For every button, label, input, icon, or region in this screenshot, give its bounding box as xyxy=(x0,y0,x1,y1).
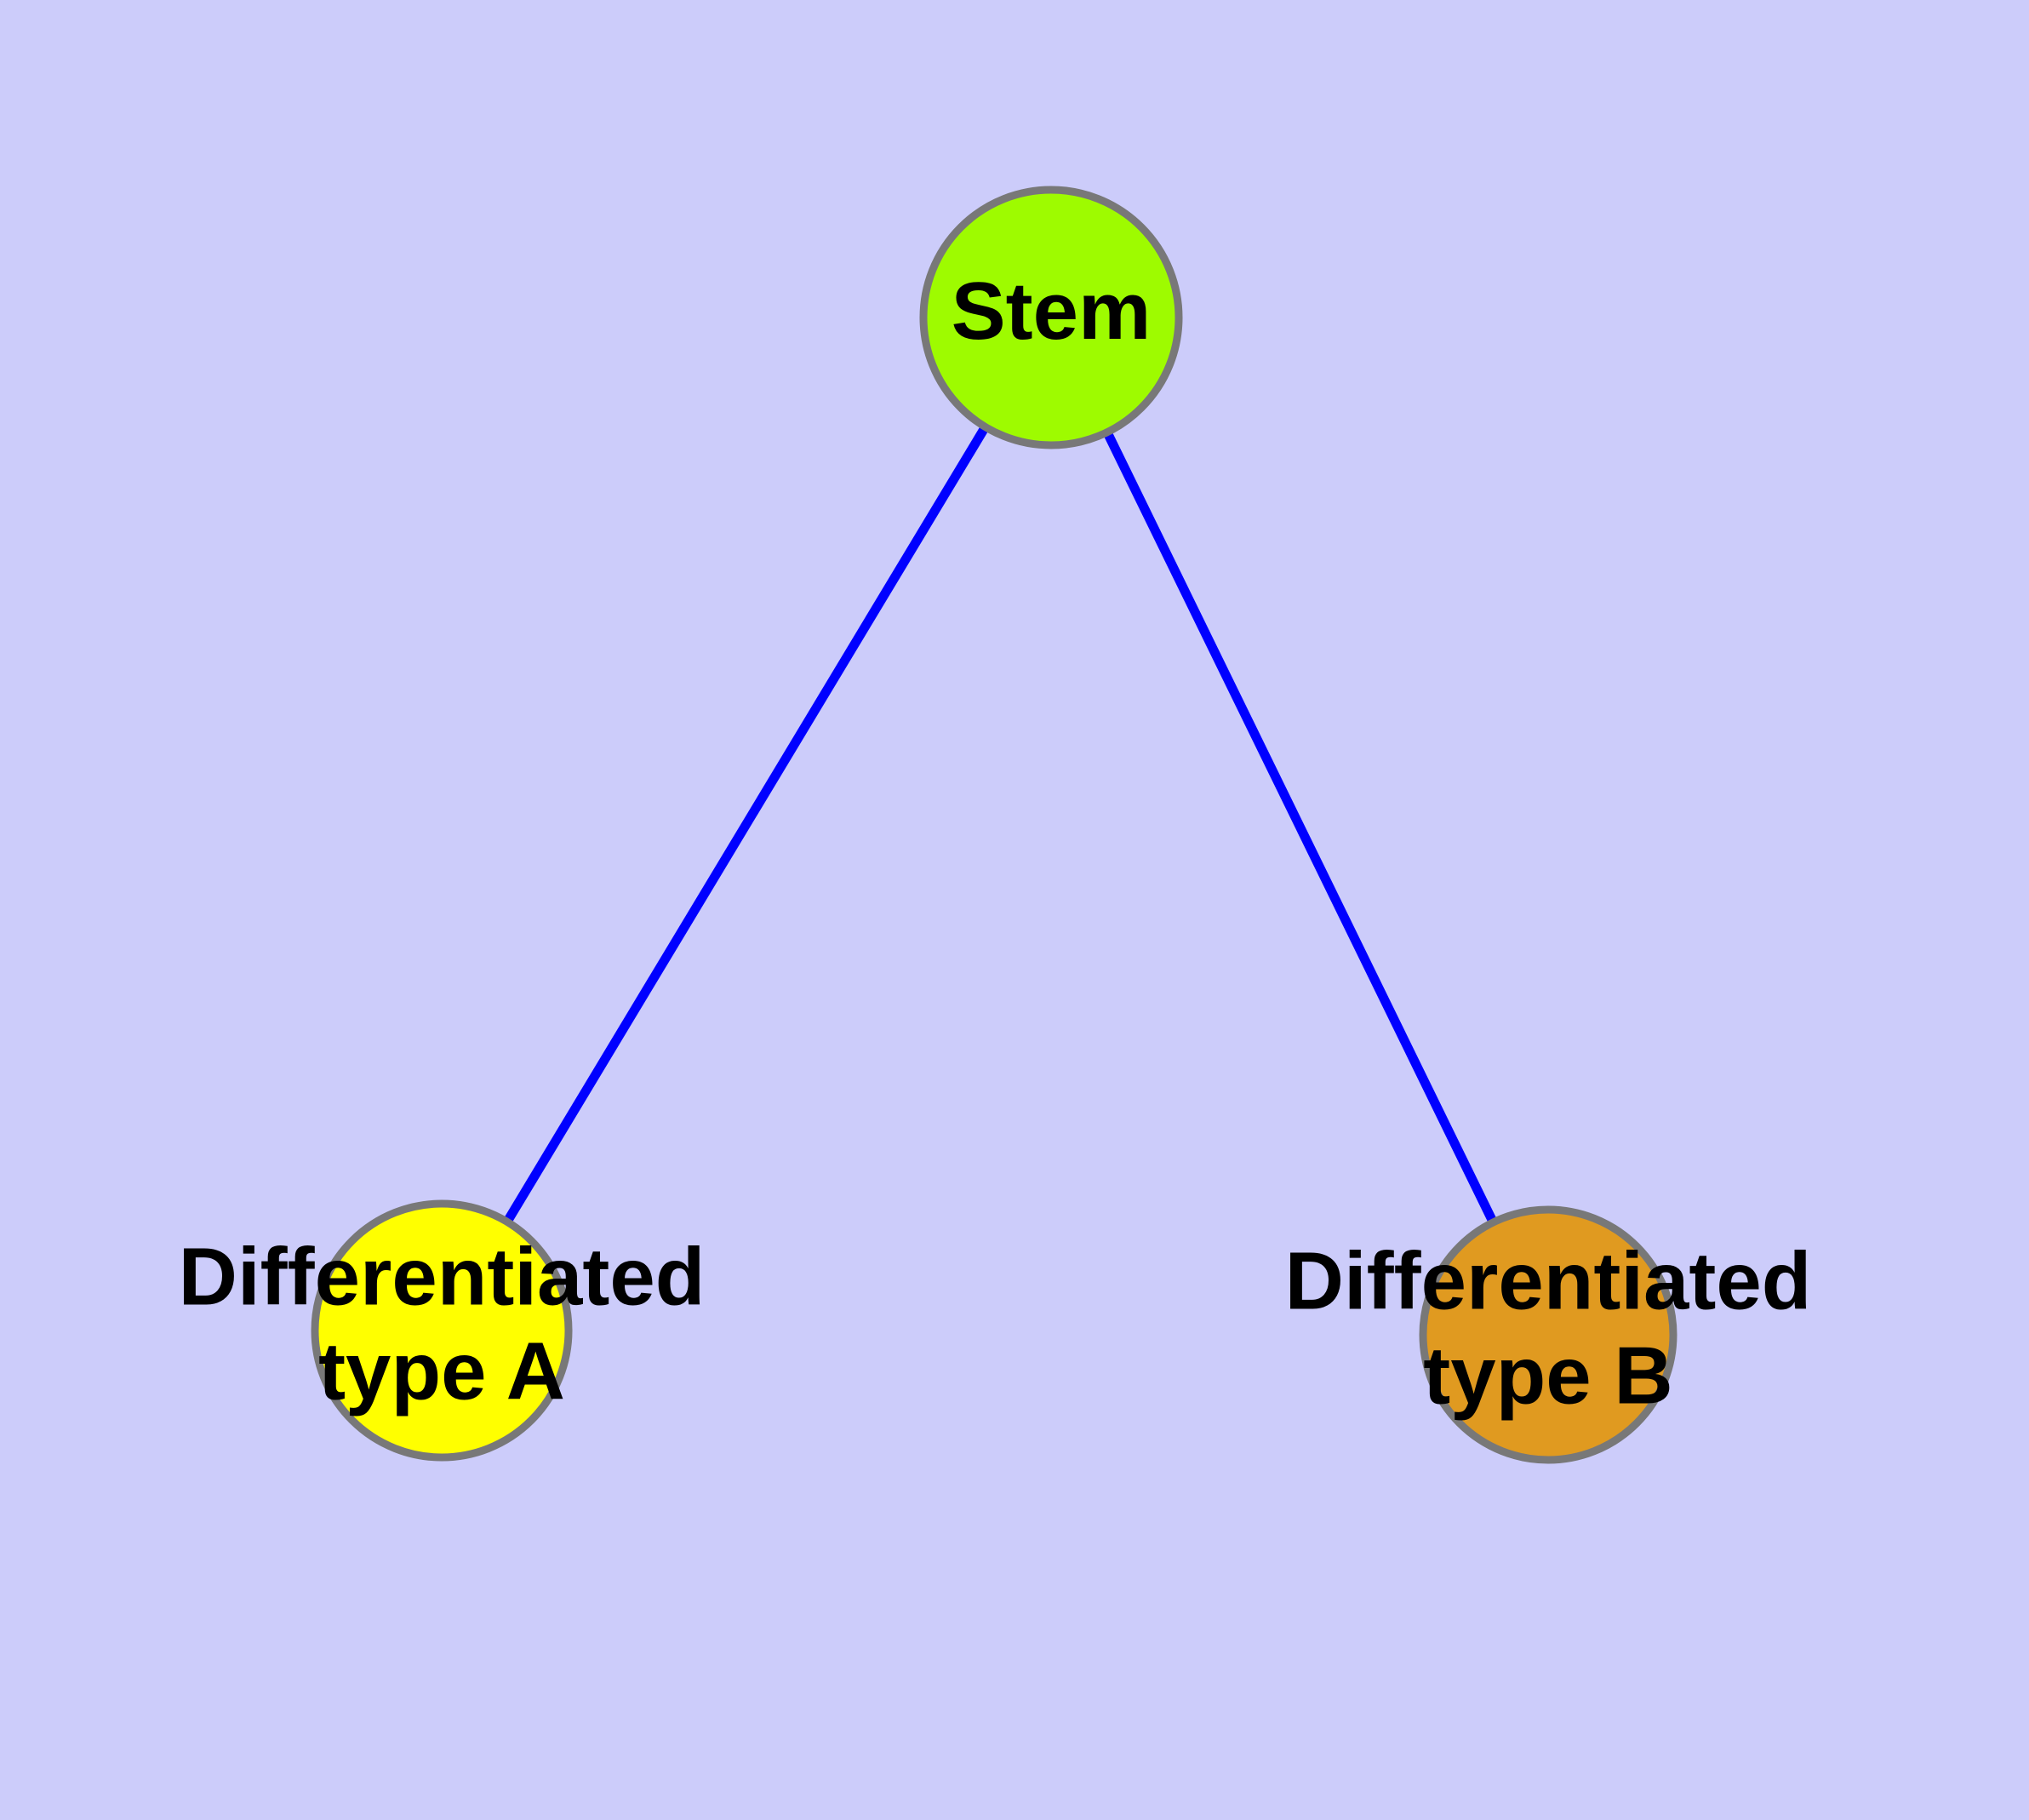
edge-stem-to-differentiated-type-a[interactable] xyxy=(500,420,992,1229)
node-stem[interactable]: Stem xyxy=(919,186,1183,449)
node-differentiated-type-b-circle[interactable] xyxy=(1419,1205,1677,1464)
node-label-line: Stem xyxy=(952,266,1152,357)
node-differentiated-type-a-circle[interactable] xyxy=(311,1199,573,1462)
node-label-line: Differentiated xyxy=(179,1232,706,1323)
node-label-line: type B xyxy=(1423,1331,1672,1422)
node-stem-circle[interactable] xyxy=(919,186,1183,449)
node-stem-label: Stem xyxy=(952,266,1152,357)
edge-stem-to-differentiated-type-b[interactable] xyxy=(1100,425,1500,1229)
node-label-line: type A xyxy=(318,1326,565,1417)
edges-layer xyxy=(500,420,1500,1229)
node-label-line: Differentiated xyxy=(1285,1236,1812,1327)
